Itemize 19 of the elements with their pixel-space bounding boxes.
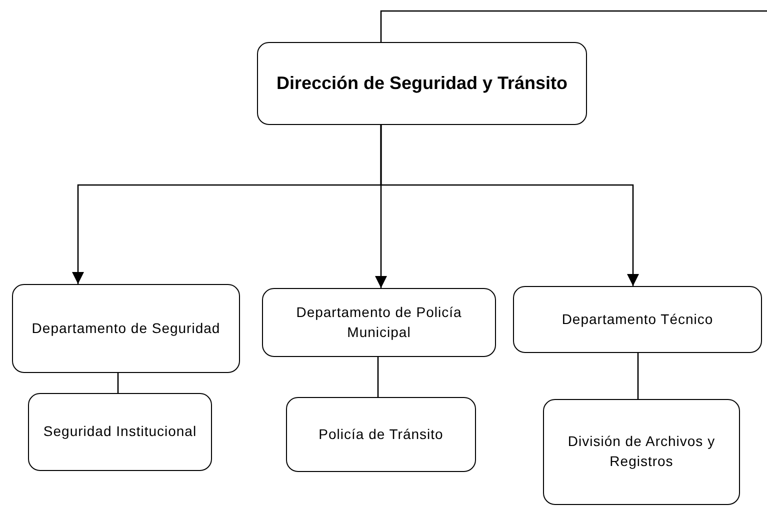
- connector-line: [380, 10, 767, 42]
- connector-line: [377, 357, 379, 397]
- org-box: [28, 393, 212, 471]
- org-box: [286, 397, 476, 472]
- org-box: [513, 286, 762, 353]
- box-label: Seguridad Institucional: [42, 422, 198, 442]
- box-label: Departamento de Policía Municipal: [295, 302, 463, 342]
- org-box: [543, 399, 740, 505]
- org-box: [12, 284, 240, 373]
- box-label: Departamento de Seguridad: [30, 318, 222, 338]
- box-label: Policía de Tránsito: [318, 424, 444, 444]
- box-label: División de Archivos y Registros: [566, 432, 716, 471]
- box-label: Dirección de Seguridad y Tránsito: [275, 72, 569, 94]
- box-label: Departamento Técnico: [560, 310, 714, 329]
- connector-line: [637, 353, 639, 399]
- arrow: [380, 125, 639, 286]
- org-box: [262, 288, 496, 357]
- connector-line: [117, 373, 119, 393]
- org-box: [257, 42, 587, 125]
